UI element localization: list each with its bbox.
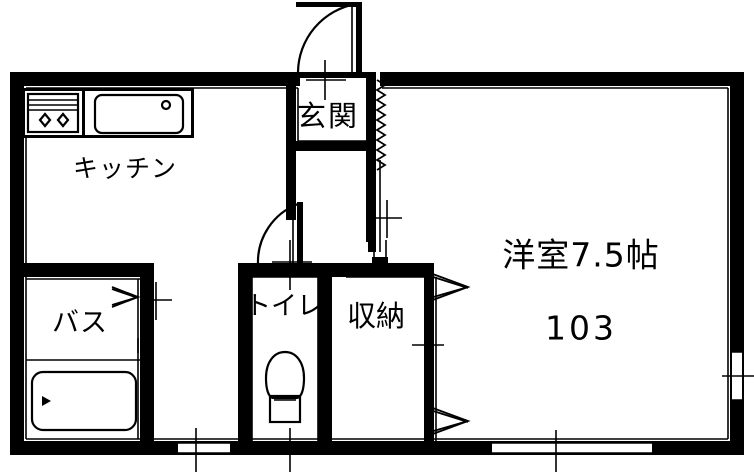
toilet-structure [238,263,332,448]
closet-dimension-ticks [412,328,444,362]
kitchen-sink [93,93,185,135]
bathtub [30,370,138,432]
bath-structure [10,263,154,448]
bath-label: バス [52,308,108,339]
stove-2-burner [26,92,80,134]
genkan-label: 玄関 [297,99,359,133]
kitchen-counter [22,88,194,138]
hallway-partition-curtain[interactable] [368,79,402,252]
closet-structure [332,240,437,448]
main-room-label: 洋室7.5帖 [502,236,659,275]
right-wall-opening [722,351,754,401]
toilet-fixture [264,350,306,424]
genkan-structure [286,72,376,242]
bottom-openings [178,428,652,472]
closet-label: 収納 [347,299,405,333]
closet-folding-door-upper[interactable] [429,272,471,302]
entrance-swing-door[interactable] [296,2,362,100]
bath-folding-door[interactable] [111,282,172,320]
kitchen-label: キッチン [73,154,177,183]
toilet-swing-door[interactable] [256,202,312,290]
unit-number-label: 103 [545,309,617,348]
toilet-label: トイレ [245,292,323,322]
closet-folding-door-lower[interactable] [429,406,471,436]
